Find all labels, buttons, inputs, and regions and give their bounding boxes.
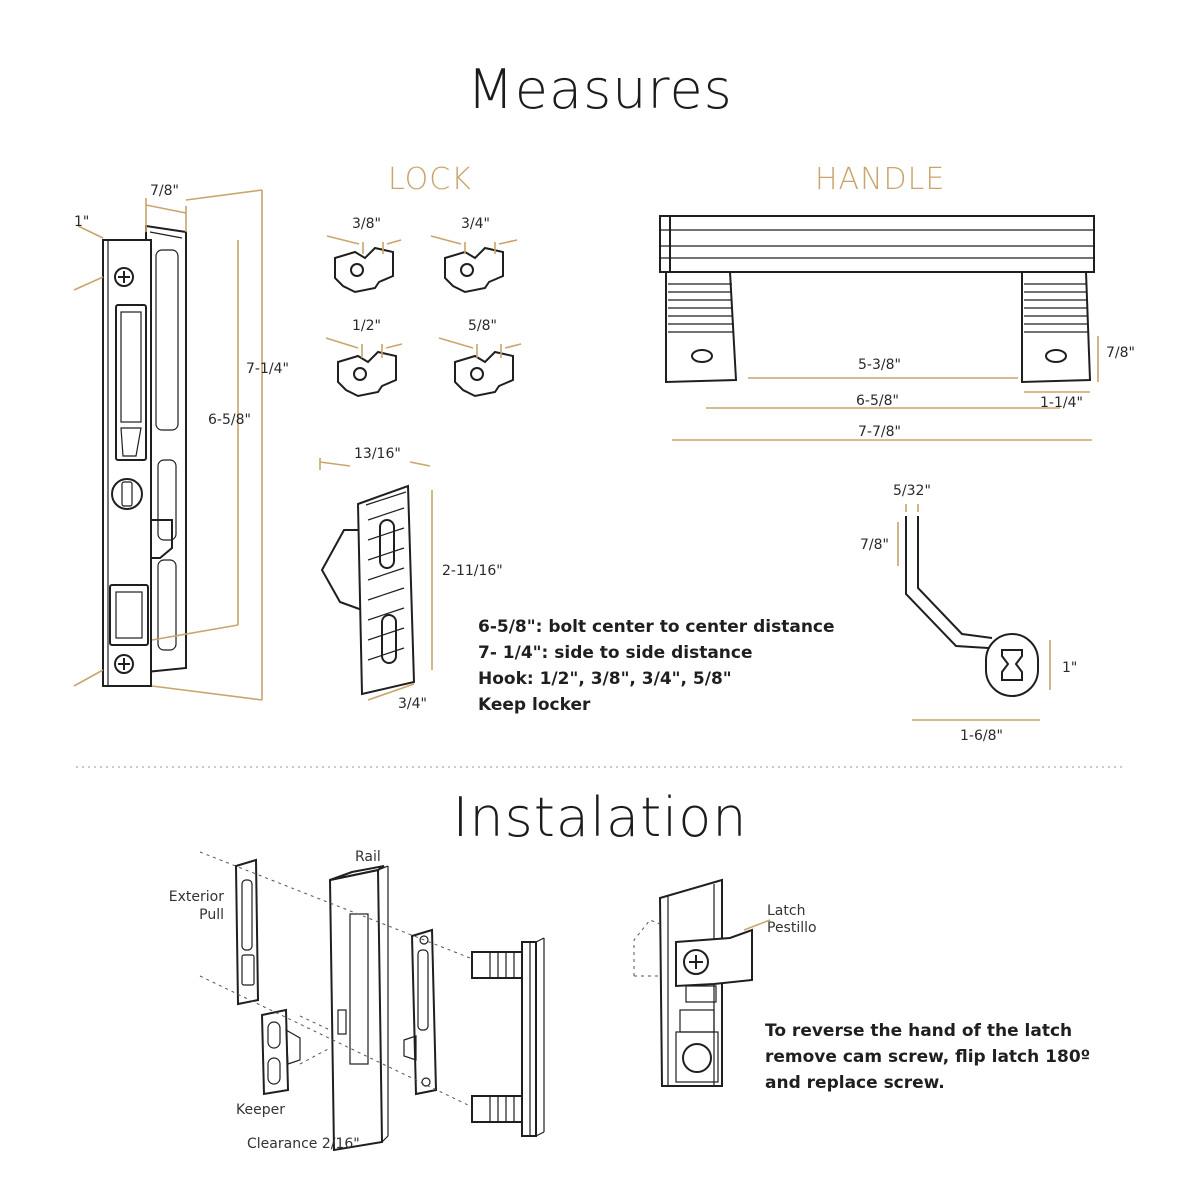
handle-heading: HANDLE bbox=[815, 162, 946, 197]
exterior-pull-label-1: Exterior bbox=[168, 889, 224, 905]
pestillo-label: Pestillo bbox=[767, 920, 817, 936]
handle-height-label: 7/8" bbox=[1106, 345, 1135, 361]
reverse-note-line: remove cam screw, flip latch 180º bbox=[765, 1047, 1091, 1067]
hook-dim-3-4: 3/4" bbox=[461, 216, 490, 232]
lock-body-drawing bbox=[73, 189, 263, 701]
exterior-pull-label-2: Pull bbox=[199, 907, 224, 923]
hook-profile-drawing bbox=[897, 504, 1051, 721]
latch-label: Latch bbox=[767, 903, 806, 919]
handle-inner-label: 5-3/8" bbox=[858, 357, 901, 373]
reverse-note-line: To reverse the hand of the latch bbox=[765, 1021, 1073, 1041]
keeper-drawing bbox=[319, 458, 433, 701]
faceplate-width-label: 1" bbox=[74, 214, 90, 230]
handle-center-label: 6-5/8" bbox=[856, 393, 899, 409]
hook-base-label: 1-6/8" bbox=[960, 728, 1003, 744]
reverse-hand-note: To reverse the hand of the latch remove … bbox=[765, 1018, 1090, 1096]
hook-5-8-drawing bbox=[438, 337, 522, 398]
note-line: Hook: 1/2", 3/8", 3/4", 5/8" bbox=[478, 669, 732, 689]
keeper-width-label: 13/16" bbox=[354, 446, 401, 462]
hook-3-8-drawing bbox=[326, 235, 402, 294]
hook-dim-3-8: 3/8" bbox=[352, 216, 381, 232]
handle-overall-label: 7-7/8" bbox=[858, 424, 901, 440]
latch-detail-drawing bbox=[633, 878, 771, 1087]
hook-thickness-label: 5/32" bbox=[893, 483, 931, 499]
keeper-depth-label: 3/4" bbox=[398, 696, 427, 712]
side-to-side-label: 7-1/4" bbox=[246, 361, 289, 377]
handle-foot-label: 1-1/4" bbox=[1040, 395, 1083, 411]
bolt-center-label: 6-5/8" bbox=[208, 412, 251, 428]
clearance-label: Clearance 2/16" bbox=[247, 1136, 360, 1152]
note-line: Keep locker bbox=[478, 695, 591, 715]
keeper-height-label: 2-11/16" bbox=[442, 563, 503, 579]
specs-notes: 6-5/8": bolt center to center distance 7… bbox=[478, 614, 835, 718]
hook-3-4-drawing bbox=[430, 235, 518, 294]
hook-dim-5-8: 5/8" bbox=[468, 318, 497, 334]
hook-1-2-drawing bbox=[325, 337, 403, 398]
installation-exploded-drawing bbox=[199, 851, 545, 1152]
hook-dim-1-2: 1/2" bbox=[352, 318, 381, 334]
installation-title: Instalation bbox=[452, 786, 748, 849]
note-line: 6-5/8": bolt center to center distance bbox=[478, 617, 835, 637]
note-line: 7- 1/4": side to side distance bbox=[478, 643, 753, 663]
keeper-label: Keeper bbox=[236, 1102, 285, 1118]
reverse-note-line: and replace screw. bbox=[765, 1073, 945, 1093]
hook-top-label: 7/8" bbox=[860, 537, 889, 553]
measures-title: Measures bbox=[467, 58, 733, 121]
lock-heading: LOCK bbox=[388, 162, 472, 197]
rail-label: Rail bbox=[355, 849, 381, 865]
body-width-label: 7/8" bbox=[150, 183, 179, 199]
handle-drawing bbox=[659, 215, 1099, 441]
hook-loop-label: 1" bbox=[1062, 660, 1078, 676]
